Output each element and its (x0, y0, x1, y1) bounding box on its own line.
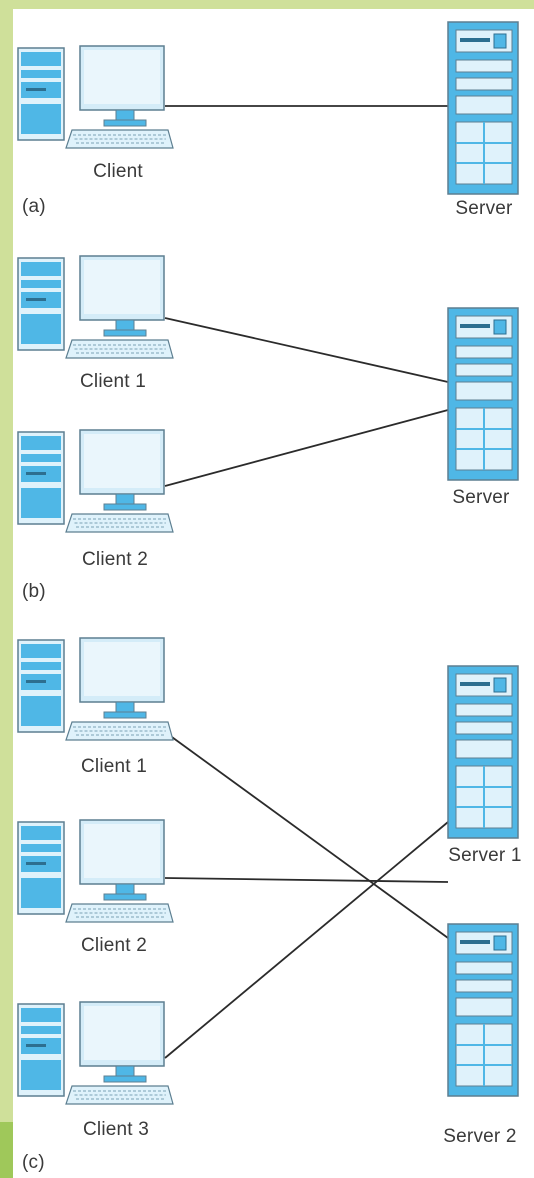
panel-a-server-label: Server (455, 198, 513, 219)
panel-b-link-client1 (164, 317, 449, 383)
panel-c-label: (c) (22, 1152, 45, 1173)
panel-c-server2-label: Server 2 (443, 1126, 517, 1147)
panel-c-link-client3-server1 (164, 821, 449, 1059)
panel-b-label: (b) (22, 581, 46, 602)
panel-c-client3-label: Client 3 (82, 1119, 150, 1140)
panel-b-link-client2 (164, 409, 449, 487)
frame-top-bar (0, 0, 534, 9)
panel-c-server2-icon (447, 923, 519, 1097)
panel-a-client-label: Client (93, 161, 143, 182)
frame-bottom-accent (0, 1122, 13, 1178)
panel-b-server-icon (447, 307, 519, 481)
panel-a-server-icon (447, 21, 519, 195)
frame-left-bar (0, 0, 13, 1178)
panel-c-link-client1-server2 (164, 731, 449, 939)
panel-c-client1-icon (17, 637, 174, 741)
panel-c-server1-label: Server 1 (448, 845, 522, 866)
panel-a-label: (a) (22, 196, 46, 217)
panel-c-client2-label: Client 2 (80, 935, 148, 956)
panel-b-client1-icon (17, 255, 174, 359)
panel-c-client3-icon (17, 1001, 174, 1105)
panel-b-server-label: Server (452, 487, 510, 508)
panel-c-client2-icon (17, 819, 174, 923)
panel-b-client2-icon (17, 429, 174, 533)
panel-b-client2-label: Client 2 (81, 549, 149, 570)
panel-a-client-icon (17, 45, 174, 149)
panel-c-client1-label: Client 1 (80, 756, 148, 777)
panel-b-client1-label: Client 1 (79, 371, 147, 392)
panel-c-link-client2-server1 (164, 877, 449, 883)
panel-c-server1-icon (447, 665, 519, 839)
